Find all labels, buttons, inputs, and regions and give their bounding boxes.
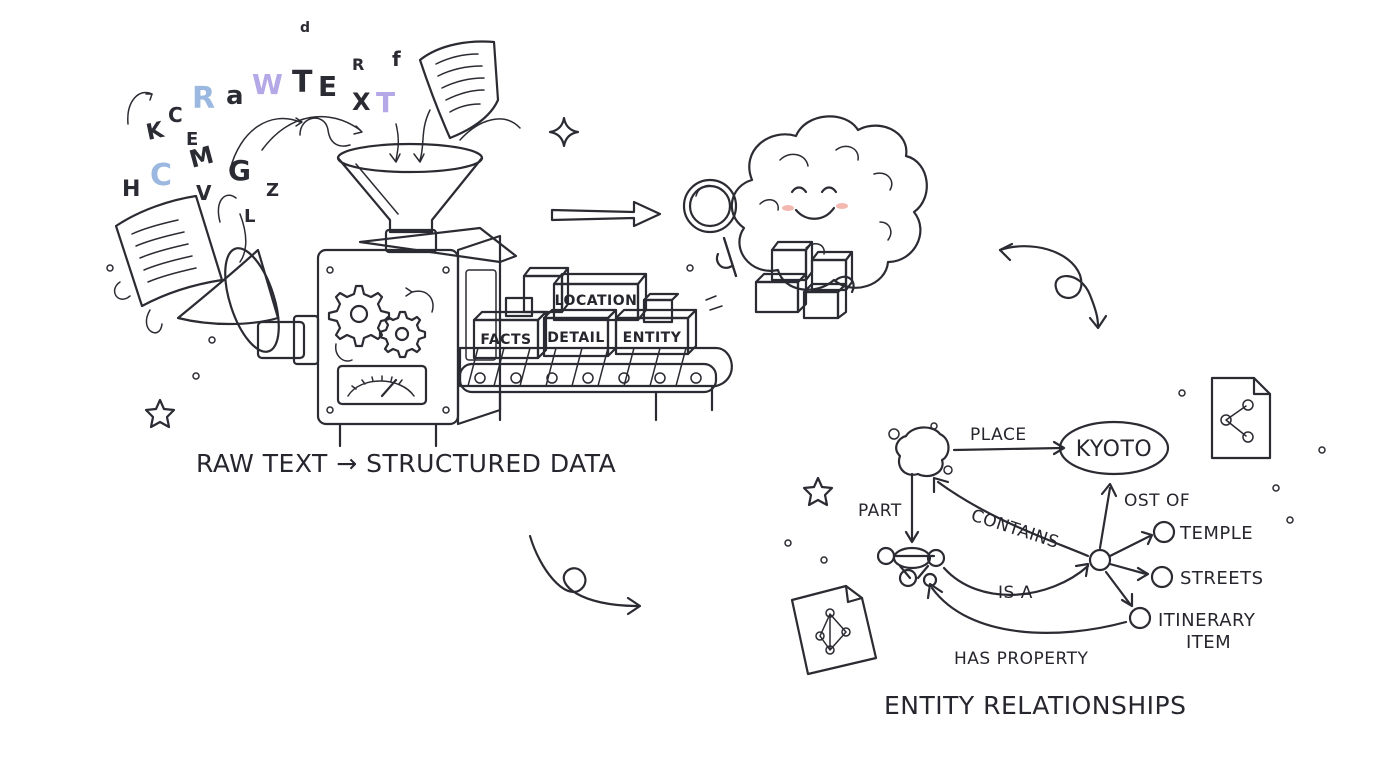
graph-document-icon-bottom <box>790 584 878 676</box>
box-label-location: LOCATION <box>555 293 638 309</box>
entity-node-blob <box>888 422 953 478</box>
box-label-facts: FACTS <box>480 332 531 348</box>
letter-e: E <box>186 129 198 150</box>
arrow-icon-loop-bottom <box>528 534 642 616</box>
edge-label-part-of: OST OF <box>1124 491 1190 511</box>
caption-entity-relationships: ENTITY RELATIONSHIPS <box>884 691 1186 720</box>
letter-t2: T <box>376 86 395 119</box>
letter-m: M <box>186 141 216 174</box>
data-box-facts: FACTS <box>472 310 548 360</box>
letter-l: L <box>244 206 255 227</box>
letter-d: d <box>300 20 310 36</box>
letter-z: Z <box>266 180 279 201</box>
edge-label-is-a: IS A <box>998 583 1033 603</box>
box-label-detail: DETAIL <box>547 330 605 346</box>
itinerary-label-line1: ITINERARY <box>1158 610 1256 631</box>
letter-t: T <box>292 65 313 100</box>
decorative-dots <box>106 264 1326 564</box>
letter-c2: C <box>150 158 172 193</box>
kyoto-label: KYOTO <box>1076 437 1152 462</box>
caption-raw-to-structured: RAW TEXT → STRUCTURED DATA <box>196 449 616 478</box>
streets-node-dot <box>1150 565 1174 589</box>
data-box-orange-small <box>504 296 534 318</box>
edge-label-part: PART <box>858 501 902 521</box>
edge-label-contains: CONTAINS <box>968 506 1061 553</box>
letter-r: R <box>192 81 215 116</box>
letter-c: C <box>168 103 183 127</box>
letter-k: K <box>144 118 167 146</box>
gear-icon <box>327 284 391 348</box>
motion-lines <box>705 295 723 311</box>
magnifier-icon <box>682 178 738 278</box>
box-label-entity: ENTITY <box>623 330 682 346</box>
document-icon-left <box>114 194 224 308</box>
star-icon-2 <box>802 476 834 507</box>
flying-letters: K C E R a W T E X T R f d H C M G V L Z <box>122 20 401 227</box>
letter-swirls <box>113 91 521 334</box>
letter-v: V <box>196 181 212 205</box>
data-box-detail: DETAIL <box>542 308 618 358</box>
arrow-icon-loop-top <box>998 242 1108 330</box>
streets-label: STREETS <box>1180 568 1264 589</box>
data-box-location: LOCATION <box>552 272 648 322</box>
letter-g: G <box>228 154 251 187</box>
graph-edges <box>904 440 1154 634</box>
funnel-icon-top <box>336 142 484 254</box>
cloud-held-boxes <box>754 240 855 320</box>
itinerary-label-line2: ITEM <box>1186 632 1231 653</box>
letter-f: f <box>392 47 401 71</box>
edge-label-has-property: HAS PROPERTY <box>954 649 1089 669</box>
letter-r2: R <box>352 55 364 74</box>
temple-node-dot <box>1152 520 1176 544</box>
edge-label-place: PLACE <box>970 425 1027 445</box>
document-icon-top <box>418 40 500 140</box>
conveyor-belt-icon <box>458 346 733 422</box>
arrow-icon-right <box>550 200 662 228</box>
data-box-purple <box>522 266 570 314</box>
temple-label: TEMPLE <box>1179 523 1253 544</box>
brain-cloud-icon <box>730 115 928 291</box>
letter-e2: E <box>318 70 337 103</box>
kyoto-node: KYOTO <box>1058 420 1170 476</box>
letter-x: X <box>352 88 371 116</box>
data-box-entity: ENTITY <box>614 308 698 356</box>
gear-icon-small <box>378 310 427 359</box>
entity-graph: KYOTO TEMPLE STREETS ITINERARY ITEM PLAC… <box>858 420 1264 669</box>
entity-node-cluster <box>876 546 946 588</box>
gauge-icon <box>336 364 428 406</box>
funnel-icon-side <box>176 247 320 366</box>
hub-node <box>1088 548 1112 572</box>
letter-a: a <box>226 81 244 111</box>
letter-w: W <box>252 68 283 101</box>
graph-document-icon-top <box>1210 376 1272 460</box>
itinerary-node-dot <box>1128 606 1152 630</box>
star-icon <box>144 398 176 429</box>
letter-h: H <box>122 177 140 202</box>
sparkle-icon <box>548 116 580 148</box>
